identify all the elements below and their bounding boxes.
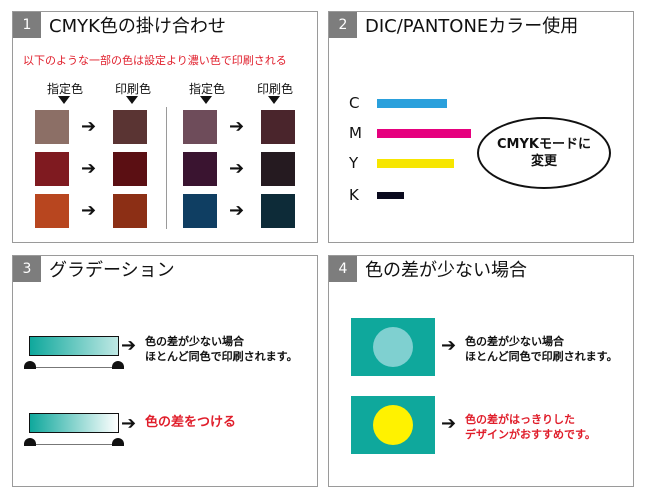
bar-fill <box>377 128 471 138</box>
swatch-specified <box>35 194 69 228</box>
panel-header: 1 CMYK色の掛け合わせ <box>13 12 226 38</box>
sample-circle <box>373 405 413 445</box>
swatch-specified <box>35 152 69 186</box>
down-triangle-icon <box>268 96 280 104</box>
panel-number: 2 <box>329 12 357 38</box>
bar-fill <box>377 158 454 168</box>
note-line: 色の差が少ない場合 <box>465 335 564 348</box>
gradient-bar-subtle <box>29 336 119 356</box>
panel-header: 4 色の差が少ない場合 <box>329 256 527 282</box>
arrow-icon: ➔ <box>229 158 245 179</box>
swatch-specified <box>35 110 69 144</box>
swatch-printed <box>113 110 147 144</box>
gradient-range-line <box>29 367 119 368</box>
sample-rect-high-contrast <box>351 396 435 454</box>
note-line: 色の差がはっきりした <box>465 413 575 426</box>
panel-title: DIC/PANTONEカラー使用 <box>365 16 579 37</box>
gradient-bar-strong <box>29 413 119 433</box>
cmyk-bar-k: K <box>349 186 404 204</box>
down-triangle-icon <box>200 96 212 104</box>
arrow-icon: ➔ <box>229 200 245 221</box>
arrow-icon: ➔ <box>81 200 97 221</box>
panel-title: グラデーション <box>49 260 175 281</box>
gradient-range-line <box>29 444 119 445</box>
down-triangle-icon <box>58 96 70 104</box>
panel-note: 以下のような一部の色は設定より濃い色で印刷される <box>23 54 287 67</box>
bar-label: Y <box>349 154 359 172</box>
column-head-printed: 印刷色 <box>114 82 151 96</box>
swatch-printed <box>261 152 295 186</box>
gradient-stop-right <box>112 361 124 369</box>
column-head-specified: 指定色 <box>46 82 83 96</box>
swatch-specified <box>183 152 217 186</box>
cmyk-bar-c: C <box>349 94 447 112</box>
arrow-icon: ➔ <box>441 413 457 434</box>
panel-title: CMYK色の掛け合わせ <box>49 16 226 37</box>
column-divider <box>166 107 167 229</box>
arrow-icon: ➔ <box>81 116 97 137</box>
note-line: デザインがおすすめです。 <box>465 428 596 441</box>
bar-label: C <box>349 94 360 112</box>
swatch-specified <box>183 110 217 144</box>
swatch-printed <box>113 152 147 186</box>
arrow-icon: ➔ <box>121 413 137 434</box>
panel-number: 1 <box>13 12 41 38</box>
note-line: ほとんど同色で印刷されます。 <box>145 350 298 363</box>
bar-fill <box>377 191 404 199</box>
swatch-printed <box>261 110 295 144</box>
panel-gradation: 3 グラデーション ➔ 色の差が少ない場合 ほとんど同色で印刷されます。 ➔ 色… <box>12 255 318 487</box>
sample-note-1: 色の差が少ない場合 ほとんど同色で印刷されます。 <box>465 334 618 364</box>
panel-header: 2 DIC/PANTONEカラー使用 <box>329 12 578 38</box>
arrow-icon: ➔ <box>81 158 97 179</box>
note-line: ほとんど同色で印刷されます。 <box>465 350 618 363</box>
note-line: 色の差が少ない場合 <box>145 335 244 348</box>
gradient-stop-right <box>112 438 124 446</box>
column-head-specified: 指定色 <box>188 82 225 96</box>
gradient-stop-left <box>24 361 36 369</box>
sample-rect-low-contrast <box>351 318 435 376</box>
panel-title: 色の差が少ない場合 <box>365 260 527 281</box>
column-head-printed: 印刷色 <box>256 82 293 96</box>
cmyk-bar-m: M <box>349 124 471 142</box>
sample-note-2: 色の差がはっきりした デザインがおすすめです。 <box>465 412 596 442</box>
panel-number: 4 <box>329 256 357 282</box>
panel-spot-color: 2 DIC/PANTONEカラー使用 C M Y K CMYKモードに 変更 <box>328 11 634 243</box>
arrow-icon: ➔ <box>229 116 245 137</box>
bar-label: M <box>349 124 362 142</box>
down-triangle-icon <box>126 96 138 104</box>
swatch-printed <box>261 194 295 228</box>
cmyk-bar-y: Y <box>349 154 454 172</box>
cmyk-mode-oval: CMYKモードに 変更 <box>477 117 611 189</box>
oval-text-line1: CMYKモードに <box>497 137 591 152</box>
arrow-icon: ➔ <box>121 335 137 356</box>
sample-circle <box>373 327 413 367</box>
oval-text-line2: 変更 <box>530 154 557 169</box>
arrow-icon: ➔ <box>441 335 457 356</box>
bar-fill <box>377 98 447 108</box>
panel-header: 3 グラデーション <box>13 256 175 282</box>
panel-cmyk-mix: 1 CMYK色の掛け合わせ 以下のような一部の色は設定より濃い色で印刷される 指… <box>12 11 318 243</box>
swatch-specified <box>183 194 217 228</box>
panel-low-contrast: 4 色の差が少ない場合 ➔ 色の差が少ない場合 ほとんど同色で印刷されます。 ➔… <box>328 255 634 487</box>
gradient-stop-left <box>24 438 36 446</box>
panel-number: 3 <box>13 256 41 282</box>
swatch-printed <box>113 194 147 228</box>
gradient-note-1: 色の差が少ない場合 ほとんど同色で印刷されます。 <box>145 334 298 364</box>
gradient-note-2: 色の差をつける <box>145 415 237 430</box>
bar-label: K <box>349 186 359 204</box>
